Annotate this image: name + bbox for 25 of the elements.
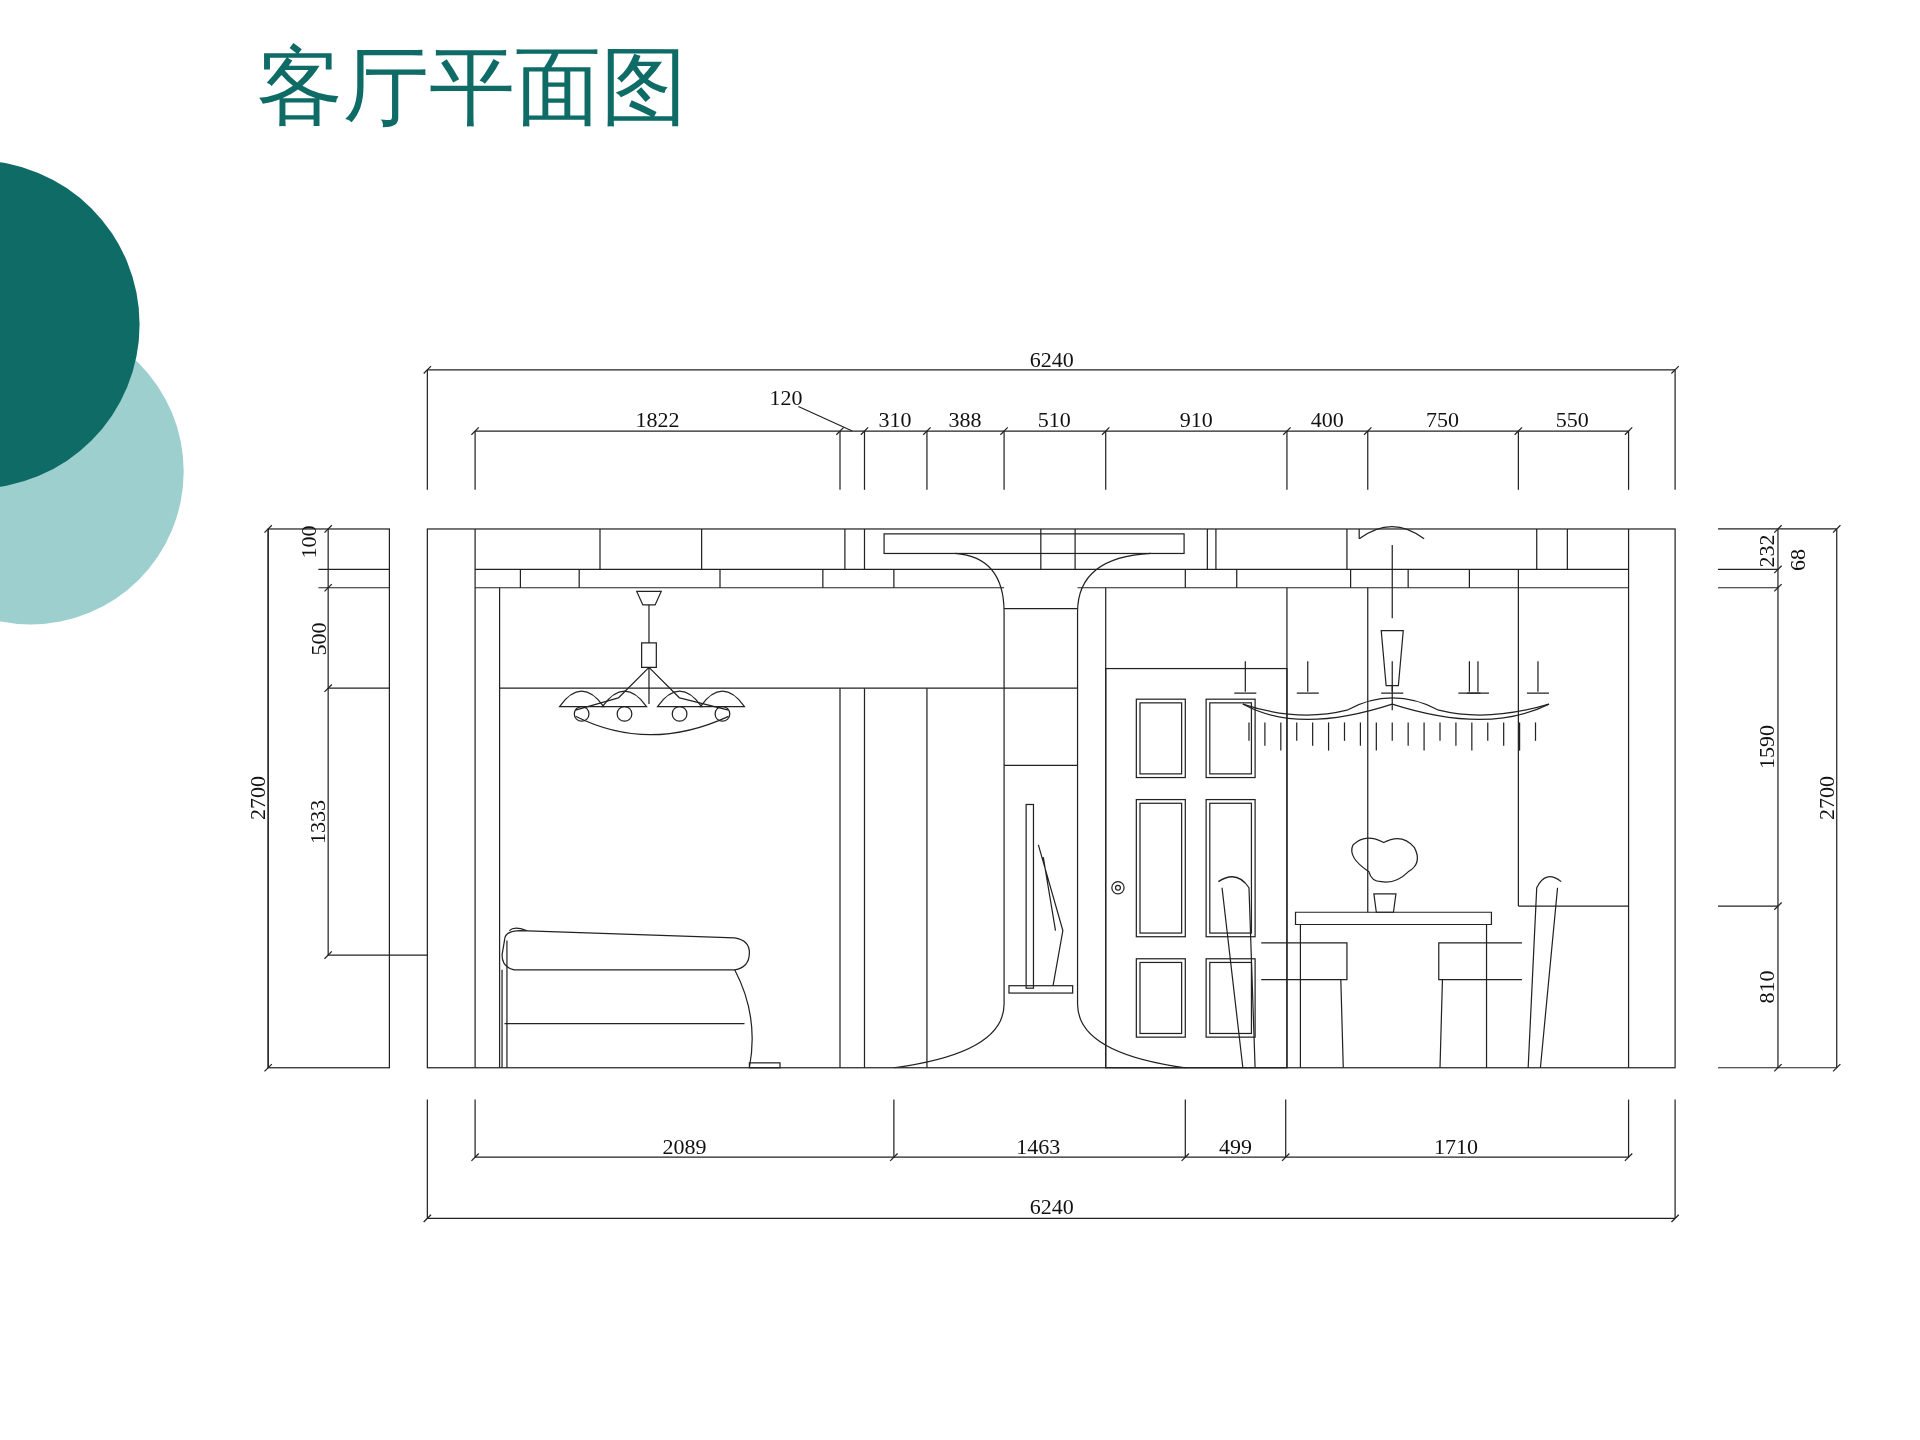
dimension-label: 750 xyxy=(1425,409,1459,431)
dimension-label: 68 xyxy=(1786,548,1809,571)
dimension-label: 388 xyxy=(948,409,982,431)
dimension-label: 310 xyxy=(878,409,912,431)
dimension-label: 1333 xyxy=(307,799,330,844)
title: 客厅平面图 xyxy=(257,42,688,129)
dimension-label: 1463 xyxy=(1016,1136,1061,1159)
dimension-label: 6240 xyxy=(1029,349,1074,371)
dimension-label: 499 xyxy=(1219,1136,1252,1159)
dimension-label: 100 xyxy=(297,525,320,559)
dimension-label: 400 xyxy=(1310,409,1344,431)
dimension-label: 120 xyxy=(769,386,803,409)
dimension-label: 6240 xyxy=(1029,1196,1074,1219)
dimension-label: 1590 xyxy=(1755,724,1778,769)
dimension-label: 2700 xyxy=(1815,776,1838,821)
dimension-label: 2089 xyxy=(662,1136,707,1159)
dimension-label: 1710 xyxy=(1433,1136,1478,1159)
dimension-label: 910 xyxy=(1179,409,1213,431)
dimension-label: 1822 xyxy=(635,409,680,431)
dimension-label: 500 xyxy=(307,622,330,656)
dimension-label: 2700 xyxy=(247,776,270,821)
dimension-label: 510 xyxy=(1037,409,1071,431)
dimension-label: 810 xyxy=(1755,970,1778,1004)
dimension-label: 550 xyxy=(1555,409,1589,431)
dimension-label: 232 xyxy=(1755,534,1778,568)
